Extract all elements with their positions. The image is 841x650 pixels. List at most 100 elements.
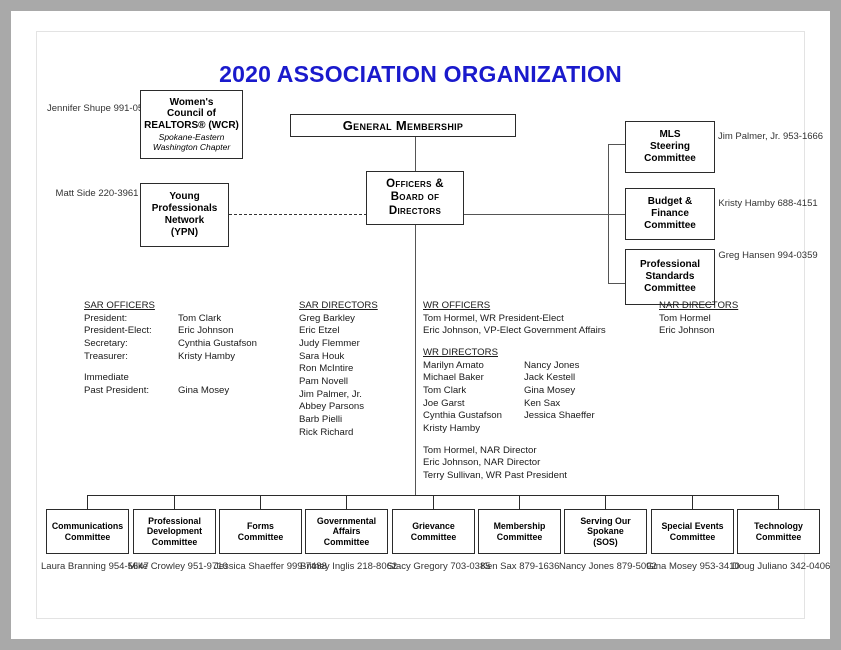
standards-contact-phone: 994-0359 (777, 250, 818, 261)
communications-contact: Laura Branning 954-5647 (41, 561, 149, 574)
committee-line: Committee (151, 536, 198, 547)
wr-director-name: Gina Mosey (523, 384, 576, 396)
professional-standards-committee-box[interactable]: Professional Standards Committee (625, 249, 715, 305)
wcr-sub-1: Spokane-Eastern (158, 132, 225, 142)
technology-committee-box[interactable]: Technology Committee (737, 509, 820, 554)
committee-line: Membership (493, 521, 546, 532)
wr-director-name: Ken Sax (523, 397, 561, 409)
sar-director-name: Eric Etzel (299, 325, 340, 337)
governmental-affairs-committee-box[interactable]: Governmental Affairs Committee (305, 509, 388, 554)
nar-directors-heading: NAR DIRECTORS (659, 300, 739, 311)
committee-drop (605, 495, 606, 509)
committee-line: Serving Our (580, 515, 631, 526)
budget-contact-phone: 688-4151 (777, 198, 818, 209)
committee-contact-phone: 954-5647 (108, 561, 149, 572)
professional-development-committee-box[interactable]: Professional Development Committee (133, 509, 216, 554)
wr-directors-col-1: Marilyn Amato Michael Baker Tom Clark Jo… (423, 360, 502, 436)
officers-line-3: Directors (388, 204, 442, 217)
membership-contact: Ken Sax 879-1636 (473, 561, 567, 574)
sar-officers-roster: SAR OFFICERS President:Tom Clark Preside… (84, 300, 257, 398)
sar-directors-roster: SAR DIRECTORS Greg Barkley Eric Etzel Ju… (299, 300, 378, 439)
governmental-affairs-contact: Britney Inglis 218-8062 (300, 561, 397, 574)
committee-contact-phone: 951-9710 (187, 561, 228, 572)
committee-drop (174, 495, 175, 509)
budget-line-3: Committee (644, 219, 696, 231)
committee-contact-phone: 999-7488 (286, 561, 327, 572)
wr-extra-name: Terry Sullivan, WR Past President (423, 469, 567, 481)
wr-director-name: Kristy Hamby (423, 422, 481, 434)
wr-directors-heading: WR DIRECTORS (423, 346, 498, 358)
committee-contact-name: Stacy Gregory (387, 561, 448, 572)
budget-finance-committee-box[interactable]: Budget & Finance Committee (625, 188, 715, 240)
committee-line: Forms (247, 521, 274, 532)
page-title: 2020 ASSOCIATION ORGANIZATION (219, 61, 622, 87)
sar-officer-role: President: (84, 312, 128, 324)
communications-committee-box[interactable]: Communications Committee (46, 509, 129, 554)
wcr-line-3: REALTORS® (WCR) (144, 120, 239, 132)
committee-line: (SOS) (593, 536, 618, 547)
forms-committee-box[interactable]: Forms Committee (219, 509, 302, 554)
committee-contact-name: Laura Branning (41, 561, 106, 572)
grievance-committee-box[interactable]: Grievance Committee (392, 509, 475, 554)
committee-line: Committee (496, 531, 543, 542)
sar-officers-row: Secretary:Cynthia Gustafson (84, 338, 257, 351)
committee-drop (519, 495, 520, 509)
membership-committee-box[interactable]: Membership Committee (478, 509, 561, 554)
committee-contact-name: Britney Inglis (300, 561, 355, 572)
general-membership-box[interactable]: General Membership (290, 114, 516, 137)
sar-officers-row: President:Tom Clark (84, 313, 257, 326)
committee-line: Special Events (661, 521, 724, 532)
grievance-contact: Stacy Gregory 703-0385 (387, 561, 491, 574)
ypn-box[interactable]: Young Professionals Network (YPN) (140, 183, 229, 247)
past-president-row: Past President:Gina Mosey (84, 385, 257, 398)
wr-officer-name: Eric Johnson, VP-Elect Government Affair… (423, 325, 606, 337)
wr-directors-columns: Marilyn Amato Michael Baker Tom Clark Jo… (423, 360, 606, 436)
wr-director-name: Michael Baker (423, 372, 484, 384)
wr-extra-name: Tom Hormel, NAR Director (423, 444, 537, 456)
general-membership-label: General Membership (342, 117, 464, 133)
sar-director-name: Barb Pielli (299, 413, 343, 425)
wcr-contact-name: Jennifer Shupe (47, 103, 111, 114)
nar-directors-roster: NAR DIRECTORS Tom Hormel Eric Johnson (659, 300, 738, 338)
serving-our-spokane-contact: Nancy Jones 879-5092 (559, 561, 657, 574)
ypn-contact: Matt Side 220-3961 (47, 188, 147, 201)
ypn-contact-phone: 220-3961 (98, 188, 139, 199)
sar-director-name: Abbey Parsons (299, 401, 365, 413)
page-inner-border (36, 31, 805, 619)
mls-contact-name: Jim Palmer, Jr. (718, 131, 781, 142)
officers-to-right-trunk (464, 214, 609, 215)
wcr-contact: Jennifer Shupe 991-0587 (47, 103, 154, 116)
committee-line: Spokane (587, 526, 624, 537)
serving-our-spokane-committee-box[interactable]: Serving Our Spokane (SOS) (564, 509, 647, 554)
standards-line-2: Standards (645, 271, 695, 283)
wcr-box[interactable]: Women's Council of REALTORS® (WCR) Spoka… (140, 90, 243, 159)
committee-contact-phone: 953-3410 (699, 561, 740, 572)
ypn-line-2: Professionals (151, 203, 218, 215)
wr-directors-col-2: Nancy Jones Jack Kestell Gina Mosey Ken … (524, 360, 595, 436)
committee-contact-name: Ken Sax (480, 561, 517, 572)
special-events-committee-box[interactable]: Special Events Committee (651, 509, 734, 554)
wcr-line-2: Council of (167, 108, 216, 120)
mls-line-1: MLS (659, 129, 681, 141)
ypn-line-3: Network (164, 215, 205, 226)
committee-drop (260, 495, 261, 509)
committee-line: Committee (323, 536, 370, 547)
sar-officer-person: Eric Johnson (178, 325, 234, 337)
committee-contact-name: Mike Crowley (128, 561, 186, 572)
sar-officers-heading: SAR OFFICERS (84, 300, 155, 311)
wcr-line-1: Women's (169, 96, 214, 108)
committee-line: Technology (754, 521, 803, 532)
mls-steering-committee-box[interactable]: MLS Steering Committee (625, 121, 715, 173)
budget-contact-name: Kristy Hamby (718, 198, 775, 209)
mls-connector (608, 144, 626, 145)
committee-line: Communications (51, 521, 124, 532)
roster-spacer (84, 363, 257, 372)
committee-drop (87, 495, 88, 509)
committee-contact-name: Nancy Jones (559, 561, 614, 572)
professional-development-contact: Mike Crowley 951-9710 (128, 561, 228, 574)
officers-to-committees-spine (415, 225, 416, 495)
sar-director-name: Jim Palmer, Jr. (299, 388, 362, 400)
committee-line: Committee (237, 531, 284, 542)
mls-contact: Jim Palmer, Jr. 953-1666 (718, 131, 823, 144)
officers-board-box[interactable]: Officers & Board of Directors (366, 171, 464, 225)
